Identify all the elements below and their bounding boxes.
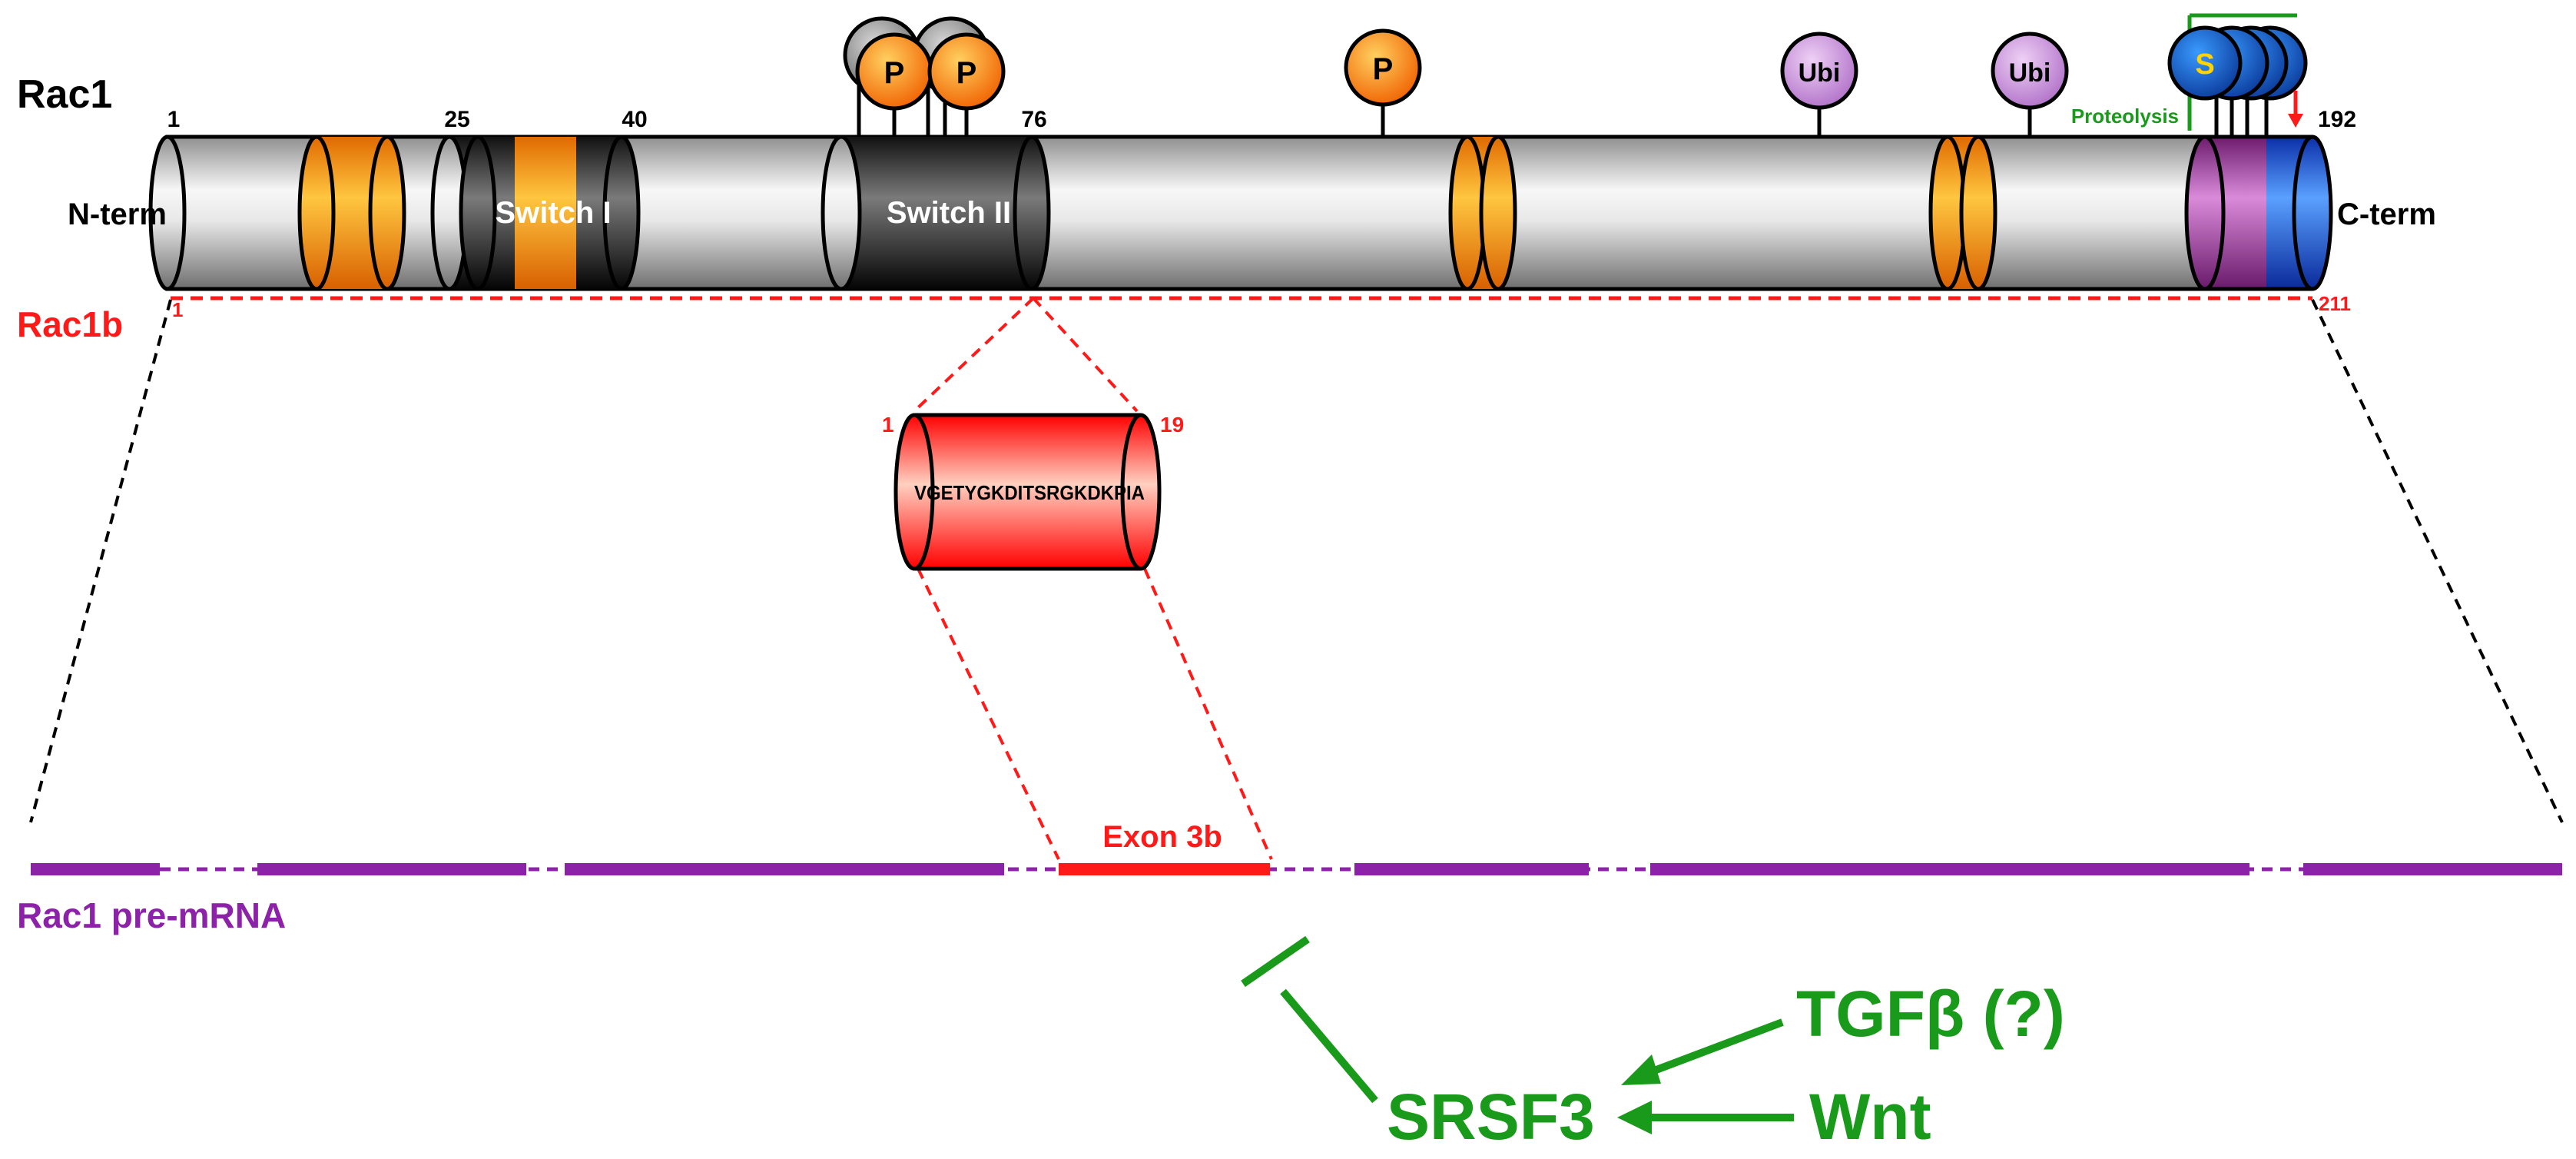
protein-name: Rac1 [17, 72, 112, 117]
ubiquitin-label: Ubi [1799, 58, 1841, 88]
phospho-label: P [884, 56, 905, 90]
n-term-label: N-term [68, 198, 167, 231]
ubiquitin-label: Ubi [2009, 58, 2051, 88]
isoform-label: Rac1b [17, 304, 123, 344]
insert-sequence: VGETYGKDITSRGKDKPIA [914, 481, 1145, 504]
sumo-markers: S Proteolysis [2071, 13, 2308, 138]
ubiquitin-ball-icon [1991, 32, 2069, 110]
rac1-protein-cylinder: Switch I Switch II N-term C-term [68, 134, 2436, 291]
switch1-label: Switch I [495, 196, 611, 230]
wnt-label: Wnt [1809, 1081, 1931, 1153]
phosphorylation-markers: P P P [843, 16, 1422, 138]
exon-1 [31, 863, 160, 875]
regulation-arrows [1241, 935, 1794, 1134]
c-term-label: C-term [2337, 198, 2436, 231]
residue-1: 1 [167, 107, 181, 132]
pre-mrna-track [31, 863, 2562, 875]
sumo-label: S [2195, 48, 2214, 81]
exon3b-insert-cylinder: VGETYGKDITSRGKDKPIA [893, 413, 1162, 571]
isoform-pos-211: 211 [2319, 292, 2351, 315]
zoom-lines [29, 297, 2564, 860]
insert-start: 1 [882, 413, 894, 437]
switch2-label: Switch II [887, 196, 1011, 230]
exon-6 [2303, 863, 2562, 875]
tgfb-label: TGFβ (?) [1796, 978, 2065, 1050]
arrowhead-icon [1617, 1101, 1652, 1134]
inhibition-bar-icon [1241, 935, 1310, 988]
phospho-ball-icon [927, 32, 1006, 111]
ubiquitination-markers: Ubi Ubi [1780, 32, 2069, 138]
proteolysis-label: Proteolysis [2071, 105, 2179, 128]
pre-mrna-label: Rac1 pre-mRNA [17, 895, 286, 935]
ubiquitin-ball-icon [1780, 32, 1858, 110]
exon-4 [1354, 863, 1589, 875]
phospho-label: P [1373, 52, 1394, 86]
sumo-ball-icon [2167, 25, 2243, 101]
residue-76: 76 [1021, 107, 1046, 132]
phospho-label: P [956, 56, 977, 90]
isoform-pos-1: 1 [172, 298, 183, 321]
exon-3b [1059, 863, 1270, 875]
phospho-ball-icon [1344, 28, 1422, 107]
arrowhead-icon [1621, 1054, 1661, 1085]
helix-orange [297, 134, 336, 291]
residue-192: 192 [2318, 107, 2356, 132]
insert-end: 19 [1160, 413, 1184, 437]
exon-5 [1650, 863, 2249, 875]
srsf3-label: SRSF3 [1387, 1081, 1595, 1153]
exon-3 [565, 863, 1004, 875]
residue-40: 40 [622, 107, 647, 132]
residue-25: 25 [444, 107, 469, 132]
exon3b-label: Exon 3b [1102, 820, 1222, 854]
exon-2 [257, 863, 526, 875]
